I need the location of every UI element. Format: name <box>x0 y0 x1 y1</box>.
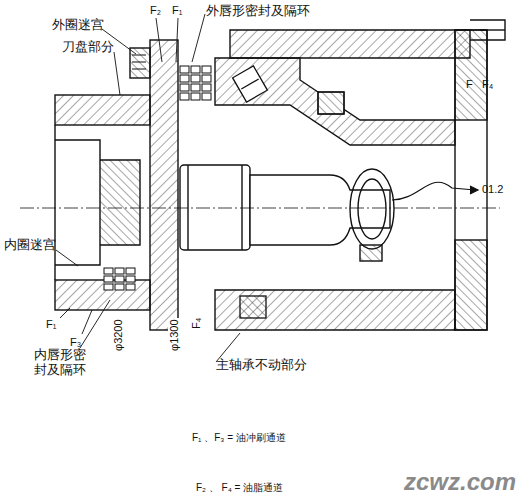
drive-pinion-part <box>180 165 250 250</box>
main-bearing-rollers-part <box>318 92 344 114</box>
outer-lip-seals-part <box>180 75 189 82</box>
main-bearing-rollers-part <box>318 92 344 114</box>
drive-pinion <box>180 165 394 261</box>
dimension: φ3200 <box>112 318 125 352</box>
inner-lip-seals-part <box>104 276 113 282</box>
channel-label: F₁ <box>46 318 56 331</box>
leader-line-part <box>192 14 205 62</box>
oil-pipe <box>20 182 500 208</box>
drive-pinion-part <box>250 175 390 245</box>
bearing-housing-part <box>230 30 470 58</box>
main-bearing-rollers-part <box>233 66 268 102</box>
outer-lip-seals-part <box>191 84 200 91</box>
bearing-housing-part <box>470 20 505 40</box>
outer-lip-seals-part <box>202 84 211 91</box>
inner-lip-seals-part <box>115 284 124 290</box>
outer-lip-seals-part <box>191 93 200 100</box>
cutterhead-part <box>55 125 100 280</box>
outer-lip-seals-part <box>191 75 200 82</box>
cutterhead-part <box>100 160 140 245</box>
part-name: 内圈迷宫 <box>4 238 56 253</box>
channel-label: F₄ <box>190 317 203 330</box>
outer-lip-seals-part <box>180 93 189 100</box>
outer-lip-seals-part <box>180 66 189 73</box>
leader-line-part <box>56 250 78 266</box>
inner-lip-seals-part <box>115 268 124 274</box>
main-bearing-rollers-part <box>240 296 266 318</box>
channel-label: F <box>466 78 473 91</box>
leader-line-part <box>114 52 120 95</box>
drive-pinion-part <box>188 165 242 250</box>
drive-pinion-part <box>358 179 386 239</box>
channel-label: F₂ <box>150 4 161 17</box>
outer-lip-seals <box>180 66 211 100</box>
outer-labyrinth <box>132 55 146 69</box>
channel-label: F₁ <box>172 4 182 17</box>
drive-pinion-part <box>360 245 382 261</box>
inner-lip-seals-part <box>126 268 135 274</box>
part-name: 外圈迷宫 <box>52 18 104 33</box>
cutterhead-part <box>55 95 150 125</box>
bearing-housing-part <box>480 29 505 30</box>
watermark: zcwz.com <box>404 468 516 496</box>
cutterhead-part <box>130 48 150 78</box>
outer-lip-seals-part <box>191 66 200 73</box>
outer-labyrinth-part <box>132 55 146 69</box>
part-name: 主轴承不动部分 <box>216 358 307 373</box>
outer-lip-seals-part <box>202 66 211 73</box>
legend-note: F₂ 、 F₄ = 油脂通道 <box>196 482 283 494</box>
inner-lip-seals-part <box>126 284 135 290</box>
drive-pinion-part <box>350 169 394 249</box>
cutterhead <box>55 40 178 330</box>
bearing-housing <box>215 20 505 330</box>
channel-label: F₄ <box>482 78 493 91</box>
inner-lip-seals-part <box>104 268 113 274</box>
bearing-housing-part <box>215 58 455 145</box>
leader-line-part <box>156 18 162 62</box>
outer-lip-seals-part <box>202 75 211 82</box>
bearing-housing-part <box>455 240 487 330</box>
inner-lip-seals-part <box>126 276 135 282</box>
bearing-housing-part <box>455 30 487 120</box>
channel-label: F₃ <box>70 336 81 349</box>
inner-lip-seals-part <box>115 276 124 282</box>
legend-note: F₁ 、F₃ = 油冲刷通道 <box>192 432 286 444</box>
leader-line-part <box>60 308 70 318</box>
oil-pipe-part <box>470 186 478 194</box>
inner-lip-seals <box>104 268 135 290</box>
main-bearing-rollers-part <box>241 79 258 89</box>
leader-line-part <box>176 18 178 62</box>
leader-line <box>56 14 240 362</box>
pipe-label: 01.2 <box>482 183 503 196</box>
part-name: 刀盘部分 <box>62 40 114 55</box>
bearing-housing-part <box>455 30 487 330</box>
cutterhead-part <box>55 280 150 310</box>
part-name: 外唇形密封及隔环 <box>206 4 310 19</box>
inner-lip-seals-part <box>104 284 113 290</box>
part-name: 内唇形密 封及隔环 <box>34 348 92 378</box>
outer-lip-seals-part <box>180 84 189 91</box>
leader-line-part <box>80 300 110 348</box>
leader-line-part <box>82 310 92 334</box>
cutterhead-part <box>150 40 178 330</box>
bearing-housing-part <box>215 290 455 330</box>
oil-pipe-part <box>392 182 475 200</box>
dimension: φ1300 <box>168 318 181 352</box>
outer-lip-seals-part <box>202 93 211 100</box>
oil-pipe-part <box>20 208 500 209</box>
